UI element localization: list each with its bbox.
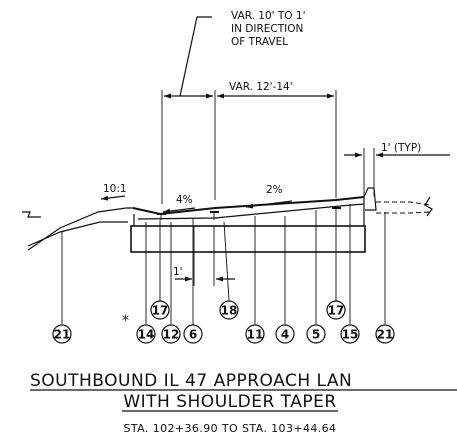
side-slope-arrow <box>100 195 126 201</box>
svg-text:15: 15 <box>342 328 359 342</box>
svg-text:4: 4 <box>281 328 289 342</box>
svg-text:18: 18 <box>221 304 238 318</box>
svg-text:5: 5 <box>312 328 320 342</box>
pavement-surface <box>132 196 365 216</box>
curb-section <box>363 187 377 211</box>
svg-text:12: 12 <box>163 328 180 342</box>
callout-6: 6 <box>183 324 203 344</box>
svg-text:17: 17 <box>328 304 345 318</box>
svg-text:14: 14 <box>138 328 155 342</box>
shoulder-slope-arrow <box>162 207 196 214</box>
callout-11: 11 <box>245 324 265 344</box>
section-title-line-2: WITH SHOULDER TAPER <box>123 392 336 412</box>
break-line-left <box>22 211 41 218</box>
callout-17-left: 17 <box>150 300 170 320</box>
callout-5: 5 <box>306 324 326 344</box>
base-course-line <box>137 203 365 220</box>
taper-note-leader <box>179 16 212 97</box>
svg-text:11: 11 <box>247 328 264 342</box>
taper-note-line-1: VAR. 10' TO 1' <box>231 10 305 22</box>
subgrade-slope <box>27 221 128 247</box>
side-slope-label: 10:1 <box>103 183 127 195</box>
svg-text:21: 21 <box>377 328 394 342</box>
station-range: STA. 102+36.90 TO STA. 103+44.64 <box>124 422 337 435</box>
leader-18 <box>223 221 230 301</box>
existing-pavement-top <box>376 201 431 206</box>
callout-14: 14 <box>136 324 156 344</box>
svg-text:17: 17 <box>152 304 169 318</box>
callout-18: 18 <box>219 300 239 320</box>
callout-21-right: 21 <box>375 324 395 344</box>
asterisk-note-marker: * <box>122 313 129 329</box>
taper-note-line-3: OF TRAVEL <box>231 36 288 48</box>
svg-text:6: 6 <box>189 328 197 342</box>
shoulder-slope-label: 4% <box>176 194 193 206</box>
callout-4: 4 <box>275 324 295 344</box>
callout-21-left: 21 <box>52 324 72 344</box>
callout-15: 15 <box>340 324 360 344</box>
existing-pavement-bottom <box>376 211 431 214</box>
one-foot-label: 1' <box>173 266 183 278</box>
section-title-line-1: SOUTHBOUND IL 47 APPROACH LAN <box>30 371 352 391</box>
lane-slope-label: 2% <box>266 184 283 196</box>
break-line-right <box>424 196 433 217</box>
subbase-layer <box>130 225 366 253</box>
lane-width-label: VAR. 12'-14' <box>229 81 293 93</box>
svg-text:21: 21 <box>54 328 71 342</box>
callout-12: 12 <box>161 324 181 344</box>
typ-width-label: 1' (TYP) <box>381 142 421 154</box>
callout-17-right: 17 <box>326 300 346 320</box>
ground-fill-slope <box>27 207 133 251</box>
taper-note-line-2: IN DIRECTION <box>231 23 303 35</box>
